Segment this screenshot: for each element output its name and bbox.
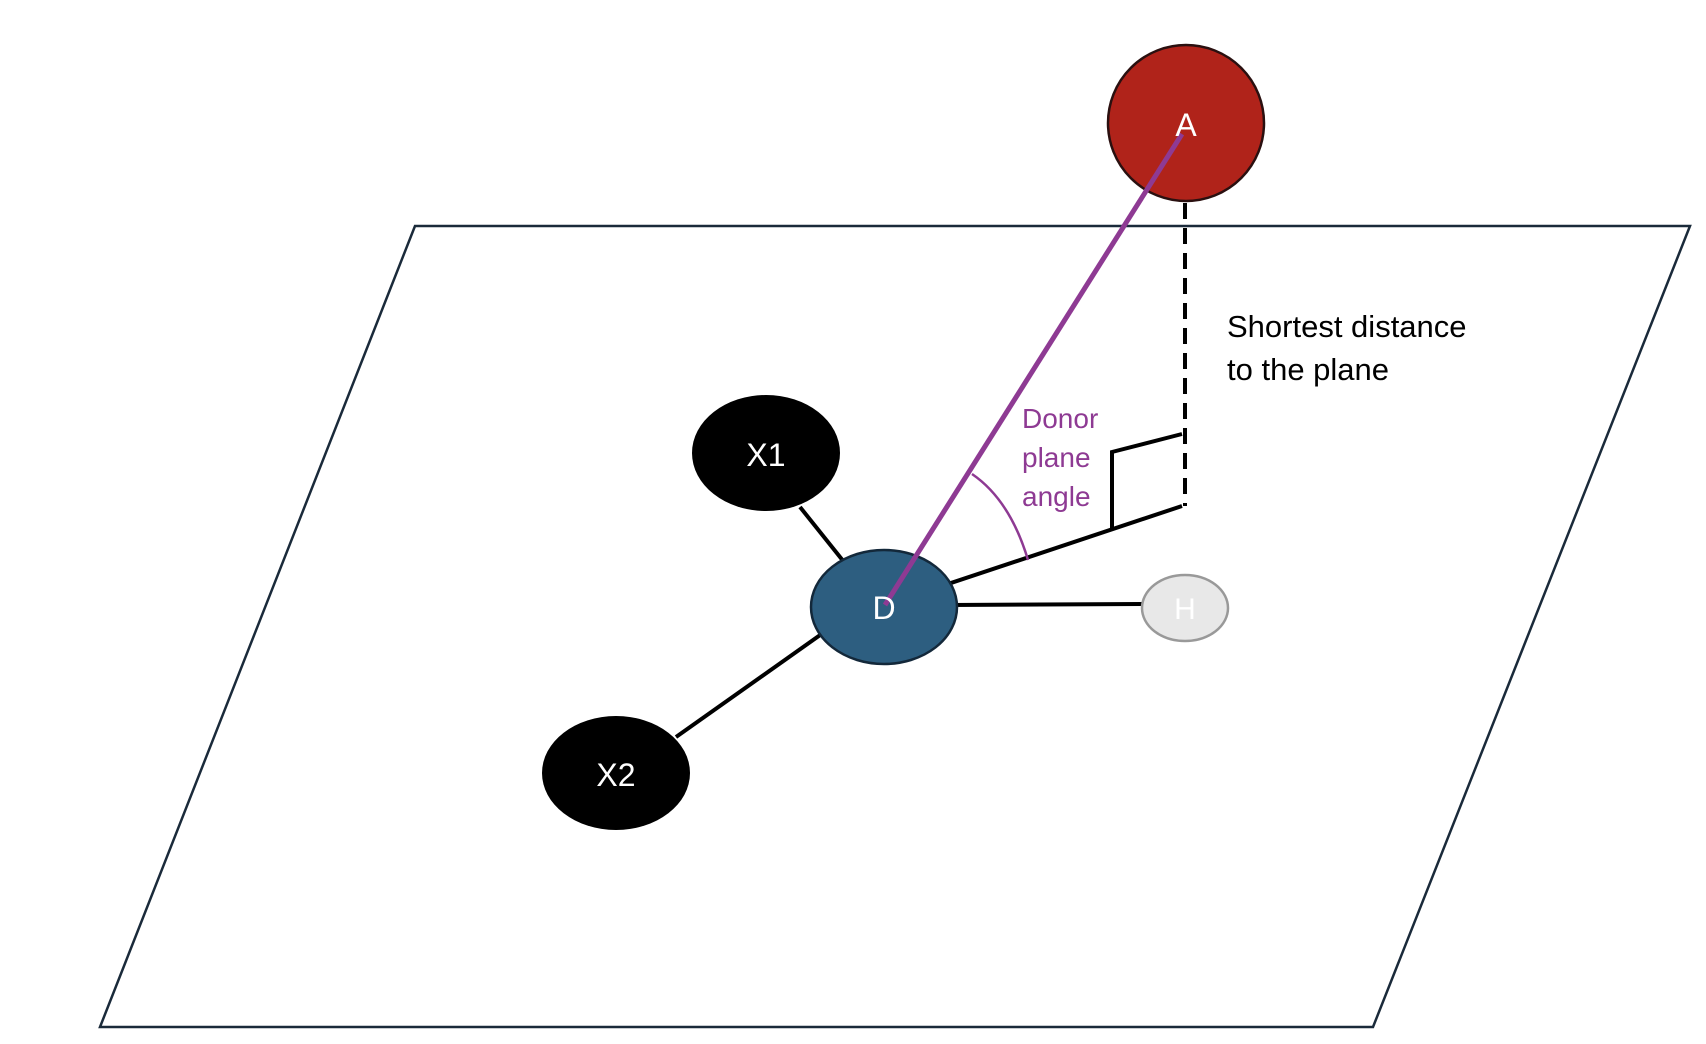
bond-d-x1 — [798, 505, 846, 564]
atom-a-label: A — [1175, 107, 1197, 143]
atom-d-label: D — [872, 590, 895, 626]
shortest-distance-label-line1: Shortest distance — [1227, 309, 1467, 344]
atom-h — [1140, 573, 1230, 643]
shortest-distance-label-line2: to the plane — [1227, 352, 1389, 387]
donor-acceptor-line — [882, 132, 1185, 607]
bond-d-h — [949, 602, 1143, 607]
donor-plane-angle-label-line1: Donor — [1022, 403, 1098, 434]
atom-a — [1106, 43, 1266, 203]
right-angle-marker — [1110, 432, 1183, 528]
donor-plane-angle-label-line3: angle — [1022, 481, 1091, 512]
bond-d-x2 — [674, 631, 825, 739]
donor-plane-angle-label-line2: plane — [1022, 442, 1091, 473]
atom-x2 — [542, 716, 690, 830]
atom-x2-label: X2 — [596, 757, 635, 793]
atom-d — [809, 548, 959, 666]
donor-plane-angle-arc — [971, 472, 1030, 561]
atom-h-label: H — [1174, 593, 1196, 626]
atom-x1-label: X1 — [746, 437, 785, 473]
atom-x1 — [692, 395, 840, 511]
